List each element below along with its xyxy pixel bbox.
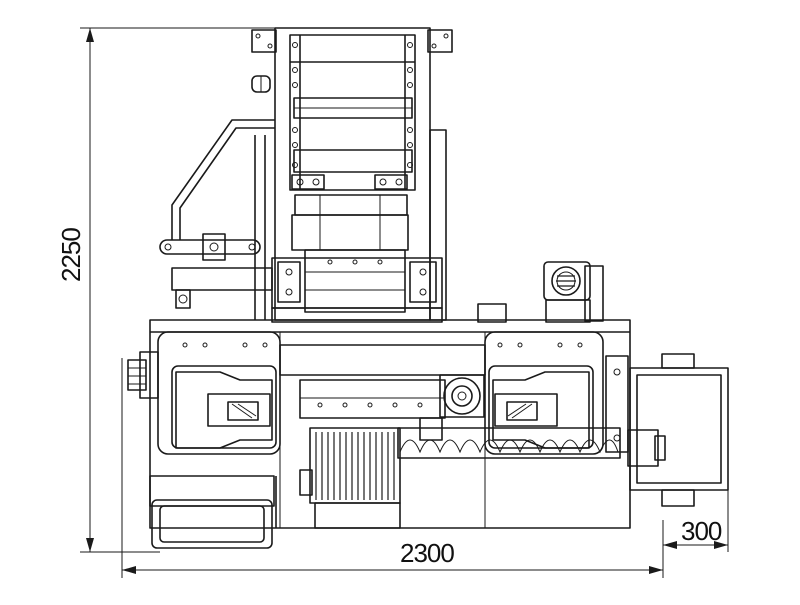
left-side-unit xyxy=(157,331,281,455)
left-end-fitting xyxy=(127,351,159,399)
bottom-left-box xyxy=(149,475,277,549)
screw-conveyor xyxy=(397,417,621,459)
right-extension xyxy=(605,353,729,507)
main-body xyxy=(149,319,631,529)
side-offset-dimension-label: 300 xyxy=(681,516,722,546)
center-carriage xyxy=(271,249,443,323)
upper-tower xyxy=(251,27,453,321)
right-side-unit xyxy=(484,331,604,455)
center-heatsink xyxy=(299,427,401,529)
height-dimension-label: 2250 xyxy=(56,228,86,282)
left-handrail xyxy=(159,119,275,320)
right-motor xyxy=(477,261,604,323)
dimension-height: 2250 xyxy=(56,27,275,553)
width-dimension-label: 2300 xyxy=(400,538,454,568)
dimension-width: 2300 xyxy=(121,358,664,578)
